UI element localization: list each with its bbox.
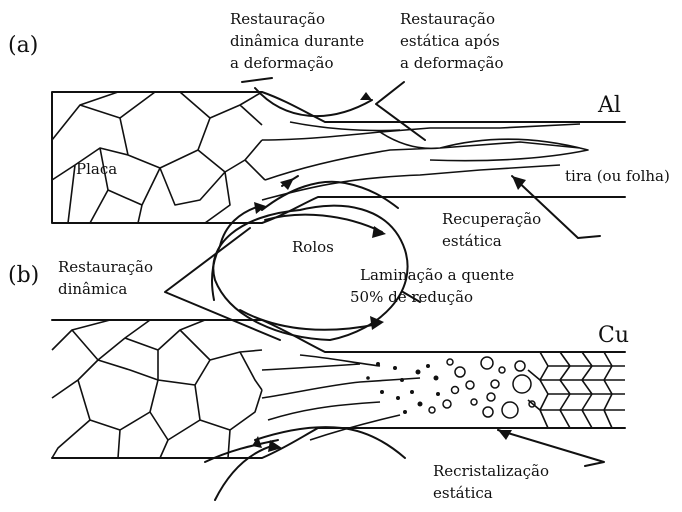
label-strip: tira (ou folha): [565, 167, 670, 185]
pointer-dyn-restoration: [164, 227, 281, 341]
roll-lower-arc: [204, 439, 279, 463]
metal-b-label: Cu: [598, 323, 629, 348]
roll-top-a: [254, 87, 373, 118]
arrow-head: [360, 92, 372, 100]
label-rolls: Rolos: [292, 238, 334, 256]
roll-bottom-b: [254, 426, 406, 459]
label-dyn-rest-1: Restauração: [58, 258, 153, 276]
label-static-after-2: estática após: [400, 32, 500, 50]
roll-center: Rolos Restauração dinâmica Laminação a q…: [58, 202, 514, 341]
deformed-grains-a: [261, 121, 589, 201]
roll-lower-arc-2: [214, 444, 276, 501]
label-static-after-3: a deformação: [400, 54, 503, 72]
arrow-head: [268, 440, 282, 452]
label-dyn-during-2: dinâmica durante: [230, 32, 364, 50]
panel-b: (b) Cu: [8, 263, 629, 502]
pointer-recovery: [511, 175, 601, 239]
dots: [366, 362, 440, 414]
nuclei: [428, 356, 536, 419]
plate-b-outline: [51, 319, 626, 459]
panel-a: (a) Al Restauração dinâmica durante a de…: [8, 10, 670, 250]
panel-a-label: (a): [8, 33, 38, 58]
metal-a-label: Al: [597, 93, 621, 118]
label-static-recryst-1: Recristalização: [433, 462, 549, 480]
panel-b-label: (b): [8, 263, 39, 288]
arrow-head: [372, 226, 386, 238]
label-hot-rolling-1: Laminação a quente: [360, 266, 514, 284]
plate-a-grains: [51, 91, 266, 224]
label-dyn-rest-2: dinâmica: [58, 280, 127, 298]
label-static-recryst-2: estática: [433, 484, 493, 502]
recryst-grains: [527, 351, 625, 429]
pointer-static-after: [375, 81, 426, 141]
pointer-recryst: [497, 429, 605, 467]
arrow-head: [498, 430, 512, 440]
label-plate: Placa: [76, 160, 117, 178]
pointer-hot-rolling: [402, 291, 421, 303]
label-hot-rolling-2: 50% de redução: [350, 288, 473, 306]
arrow-head: [512, 176, 526, 190]
label-dyn-during-3: a deformação: [230, 54, 333, 72]
label-static-recovery-2: estática: [442, 232, 502, 250]
pointer-line: [281, 175, 299, 187]
label-static-recovery-1: Recuperação: [442, 210, 541, 228]
arrow-head: [370, 316, 384, 330]
roll-arc-side: [211, 245, 221, 301]
roll-bottom-a: [261, 180, 399, 211]
arrow-head: [254, 202, 266, 214]
roll-arc-bottom: [239, 309, 379, 331]
plate-b-grains: [51, 319, 263, 459]
roll-arc-top: [264, 213, 383, 233]
pointer-line: [241, 77, 273, 83]
deformed-grains-b: [261, 354, 421, 441]
label-dyn-during-1: Restauração: [230, 10, 325, 28]
label-static-after-1: Restauração: [400, 10, 495, 28]
